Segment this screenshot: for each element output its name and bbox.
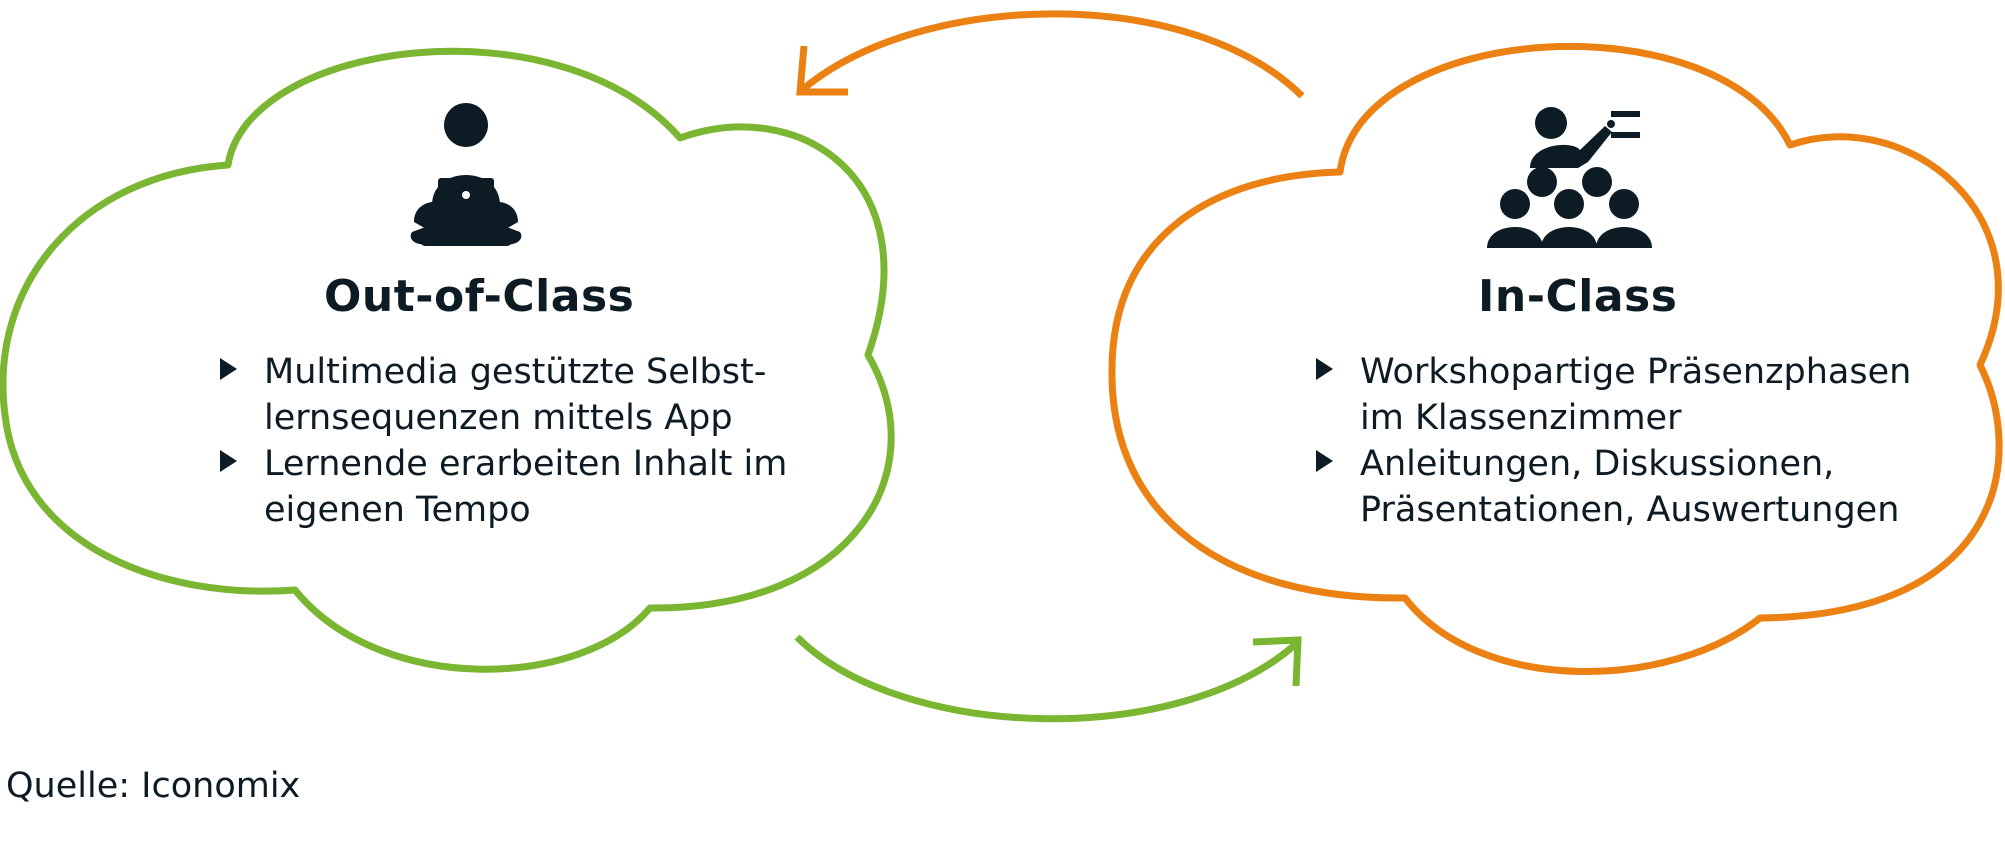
bullet-triangle-icon xyxy=(1316,450,1333,472)
in-class-cloud xyxy=(1108,42,2003,675)
return-arrow xyxy=(799,10,1305,99)
return-arrow-head xyxy=(796,45,848,96)
in-class-title: In-Class xyxy=(1478,271,1678,322)
out-of-class-title: Out-of-Class xyxy=(324,271,635,322)
bullet-triangle-icon xyxy=(220,450,237,472)
list-item: Anleitungen, Diskussionen,Präsentationen… xyxy=(1316,441,1911,533)
out-of-class-cloud xyxy=(0,47,895,673)
forward-arrow-head xyxy=(1252,636,1302,687)
bullet-text: Anleitungen, Diskussionen,Präsentationen… xyxy=(1360,444,1900,530)
forward-arrow xyxy=(794,634,1301,723)
out-of-class-bullets: Multimedia gestützte Selbst-lernsequenze… xyxy=(220,349,787,533)
list-item: Multimedia gestützte Selbst-lernsequenze… xyxy=(220,349,787,441)
bullet-text: Multimedia gestützte Selbst-lernsequenze… xyxy=(264,352,767,438)
teacher-class-icon xyxy=(1487,107,1652,248)
student-laptop-icon xyxy=(410,103,522,246)
bullet-triangle-icon xyxy=(1316,358,1333,380)
bullet-triangle-icon xyxy=(220,358,237,380)
source-caption: Quelle: Iconomix xyxy=(6,766,301,806)
